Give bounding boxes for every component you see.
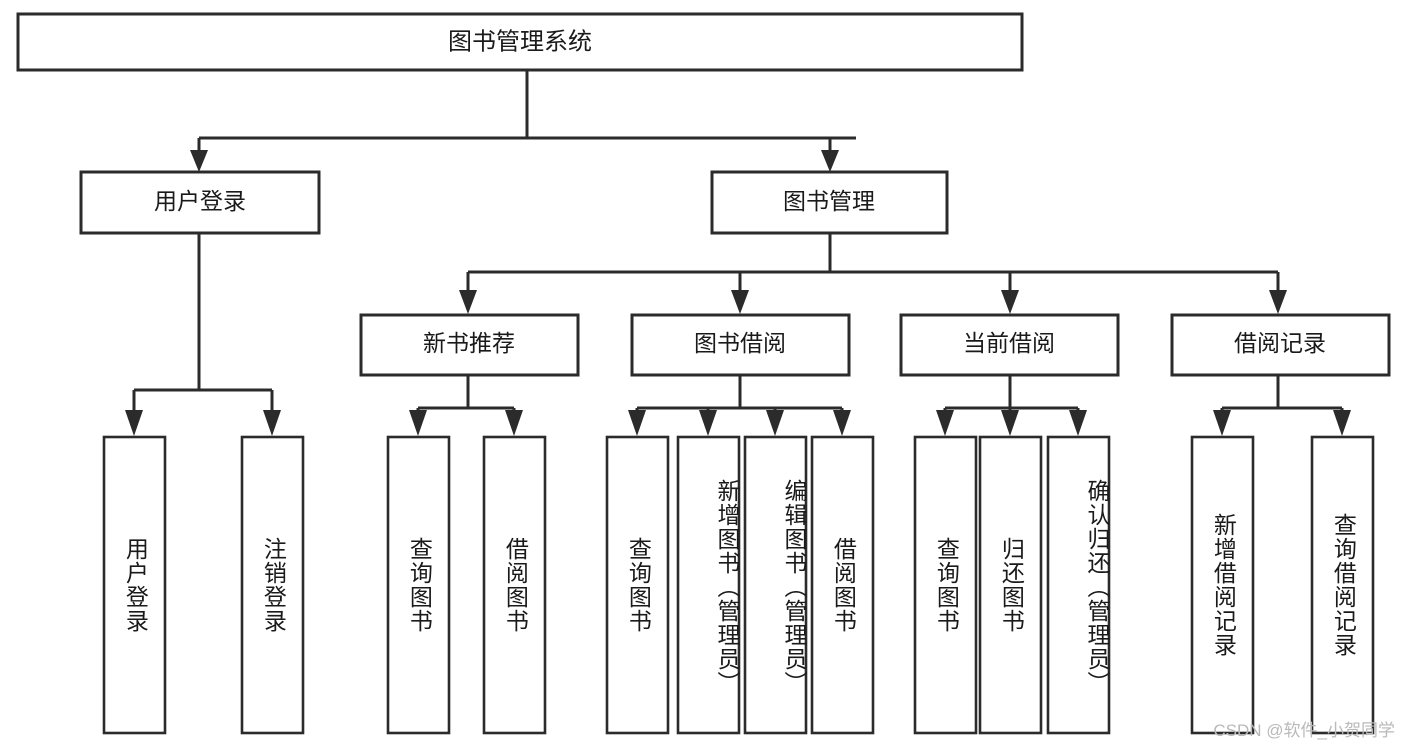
node-current-borrow-label: 当前借阅 [963, 330, 1055, 356]
arrow-book-borrow-leaf-1-icon [699, 410, 717, 436]
leaf-boxes-current-borrow [913, 435, 1111, 735]
node-root-box[interactable] [16, 12, 1024, 72]
arrow-borrow-record-leaf-0-icon [1213, 410, 1231, 436]
node-current-borrow-box[interactable] [899, 313, 1120, 377]
node-book-borrow-box[interactable] [630, 313, 851, 377]
arrow-to-book-borrow-icon [731, 290, 749, 314]
leaf-boxes-book-borrow [605, 435, 875, 735]
leaf-box-book-borrow-1[interactable] [676, 435, 741, 735]
arrow-book-borrow-leaf-2-icon [766, 410, 784, 436]
arrow-borrow-record-leaf-1-icon [1333, 410, 1351, 436]
arrow-to-current-borrow-icon [1001, 290, 1019, 314]
leaf-box-new-book-0[interactable] [386, 435, 451, 735]
node-book-management-label: 图书管理 [783, 188, 875, 214]
csdn-watermark: CSDN @软件_小贺同学 [1213, 721, 1395, 740]
node-root-system[interactable]: 图书管理系统 [16, 12, 1024, 72]
node-borrow-record-box[interactable] [1170, 313, 1391, 377]
node-user-login[interactable]: 用户登录 [79, 170, 321, 235]
arrow-to-borrow-record-icon [1269, 290, 1287, 314]
leaf-box-current-borrow-2[interactable] [1046, 435, 1111, 735]
node-book-borrow[interactable]: 图书借阅 [630, 313, 851, 377]
leaf-box-new-book-1[interactable] [482, 435, 547, 735]
node-new-book-recommend[interactable]: 新书推荐 [359, 313, 580, 377]
node-book-management[interactable]: 图书管理 [710, 170, 949, 235]
leaf-box-current-borrow-1[interactable] [978, 435, 1043, 735]
edges-user-login-to-leaves [125, 233, 281, 436]
leaf-boxes-borrow-record [1190, 435, 1375, 735]
arrow-user-login-leaf-0-icon [125, 410, 143, 436]
node-current-borrow[interactable]: 当前借阅 [899, 313, 1120, 377]
node-user-login-box[interactable] [79, 170, 321, 235]
node-book-borrow-label: 图书借阅 [694, 330, 786, 356]
edges-borrow-record-to-leaves [1213, 375, 1351, 436]
arrow-new-book-leaf-0-icon [409, 410, 427, 436]
arrow-current-borrow-leaf-0-icon [936, 410, 954, 436]
leaf-box-borrow-record-1[interactable] [1310, 435, 1375, 735]
arrow-root-to-user-login-icon [190, 150, 208, 172]
edges-current-borrow-to-leaves [936, 375, 1087, 436]
leaf-box-book-borrow-2[interactable] [743, 435, 808, 735]
leaf-box-borrow-record-0[interactable] [1190, 435, 1255, 735]
arrow-user-login-leaf-1-icon [263, 410, 281, 436]
node-book-management-box[interactable] [710, 170, 949, 235]
edges-root-to-level2 [190, 70, 856, 172]
arrow-root-to-book-mgmt-icon [821, 150, 839, 172]
arrow-new-book-leaf-1-icon [505, 410, 523, 436]
arrow-current-borrow-leaf-2-icon [1069, 410, 1087, 436]
node-borrow-record[interactable]: 借阅记录 [1170, 313, 1391, 377]
node-borrow-record-label: 借阅记录 [1234, 330, 1326, 356]
leaf-box-current-borrow-0[interactable] [913, 435, 978, 735]
leaf-box-book-borrow-0[interactable] [605, 435, 670, 735]
node-user-login-label: 用户登录 [154, 188, 246, 214]
leaf-box-book-borrow-3[interactable] [810, 435, 875, 735]
node-root-label: 图书管理系统 [448, 28, 592, 55]
leaf-box-user-login-0[interactable] [102, 435, 167, 735]
arrow-current-borrow-leaf-1-icon [1001, 410, 1019, 436]
arrow-to-new-book-icon [459, 290, 477, 314]
arrow-book-borrow-leaf-0-icon [628, 410, 646, 436]
arrow-book-borrow-leaf-3-icon [833, 410, 851, 436]
leaf-box-user-login-1[interactable] [240, 435, 305, 735]
edges-new-book-to-leaves [409, 375, 523, 436]
leaf-boxes-new-book-recommend [386, 435, 547, 735]
edges-book-mgmt-to-level3 [459, 233, 1287, 314]
edges-book-borrow-to-leaves [628, 375, 851, 436]
node-new-book-recommend-box[interactable] [359, 313, 580, 377]
node-new-book-recommend-label: 新书推荐 [423, 330, 515, 356]
leaf-boxes-user-login [102, 435, 305, 735]
